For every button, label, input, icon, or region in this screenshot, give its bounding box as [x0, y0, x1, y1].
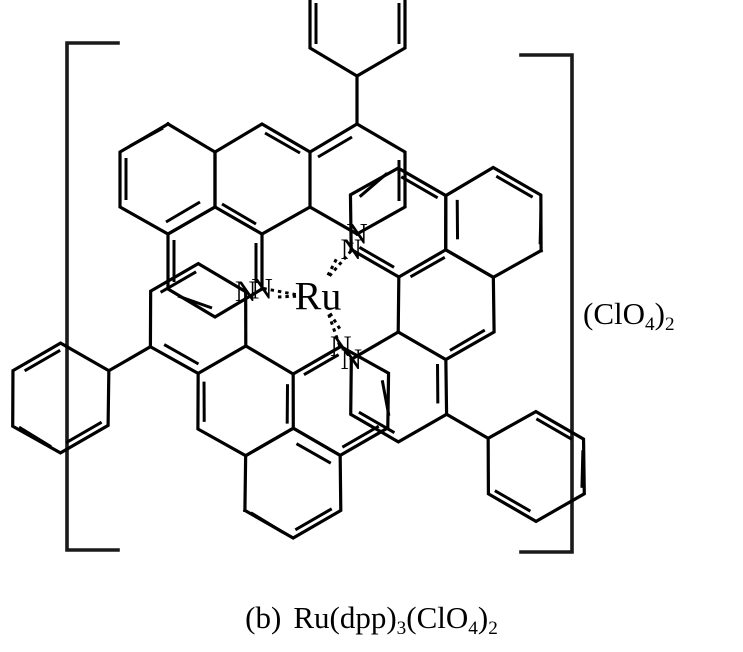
nitrogen-label: N	[251, 273, 273, 306]
counterion-label: (ClO4)2	[583, 296, 675, 336]
nitrogen-label: N	[235, 275, 257, 308]
metal-label-backdrop	[296, 273, 340, 317]
counterion-charge-subscript: 2	[664, 314, 675, 336]
counterion-oxygen-subscript: 4	[645, 314, 655, 336]
caption-anion-close: )	[477, 600, 489, 635]
phenanthroline-core	[166, 122, 407, 319]
caption-anion-oxygen-count: 4	[468, 618, 478, 640]
figure-caption: (b) Ru(dpp)3(ClO4)2	[0, 600, 743, 640]
phenyl-substituent-left	[118, 121, 218, 236]
phenyl-substituent-top	[444, 409, 586, 524]
caption-anion-count: 2	[488, 618, 498, 640]
phenyl-substituent-top	[11, 341, 153, 455]
counterion-close: )	[654, 296, 665, 331]
counterion-open: (ClO	[583, 296, 645, 331]
coordination-bond	[324, 250, 353, 281]
bracket-left	[65, 41, 120, 552]
nitrogen-label: N	[340, 233, 362, 266]
bracket-right	[519, 53, 574, 554]
panel-label: (b)	[245, 600, 282, 635]
phenyl-substituent-top	[308, 0, 407, 126]
caption-metal-part: Ru(dpp)	[293, 600, 397, 635]
nitrogen-label: N	[330, 330, 352, 363]
phenyl-substituent-left	[242, 426, 343, 540]
dpp-ligand-top-left: N N	[118, 0, 407, 319]
caption-anion-open: (ClO	[406, 600, 469, 635]
caption-ligand-count: 3	[396, 618, 407, 640]
phenyl-substituent-left	[444, 165, 544, 280]
metal-symbol-label: Ru	[295, 274, 342, 319]
coordination-bond	[325, 308, 342, 347]
coordination-bond	[263, 286, 302, 298]
dpp-ligand-right: N N	[324, 165, 586, 524]
ligand-group: N N	[11, 0, 586, 540]
metal-center: Ru	[295, 273, 342, 319]
dpp-ligand-bottom-left: N N	[11, 261, 391, 540]
